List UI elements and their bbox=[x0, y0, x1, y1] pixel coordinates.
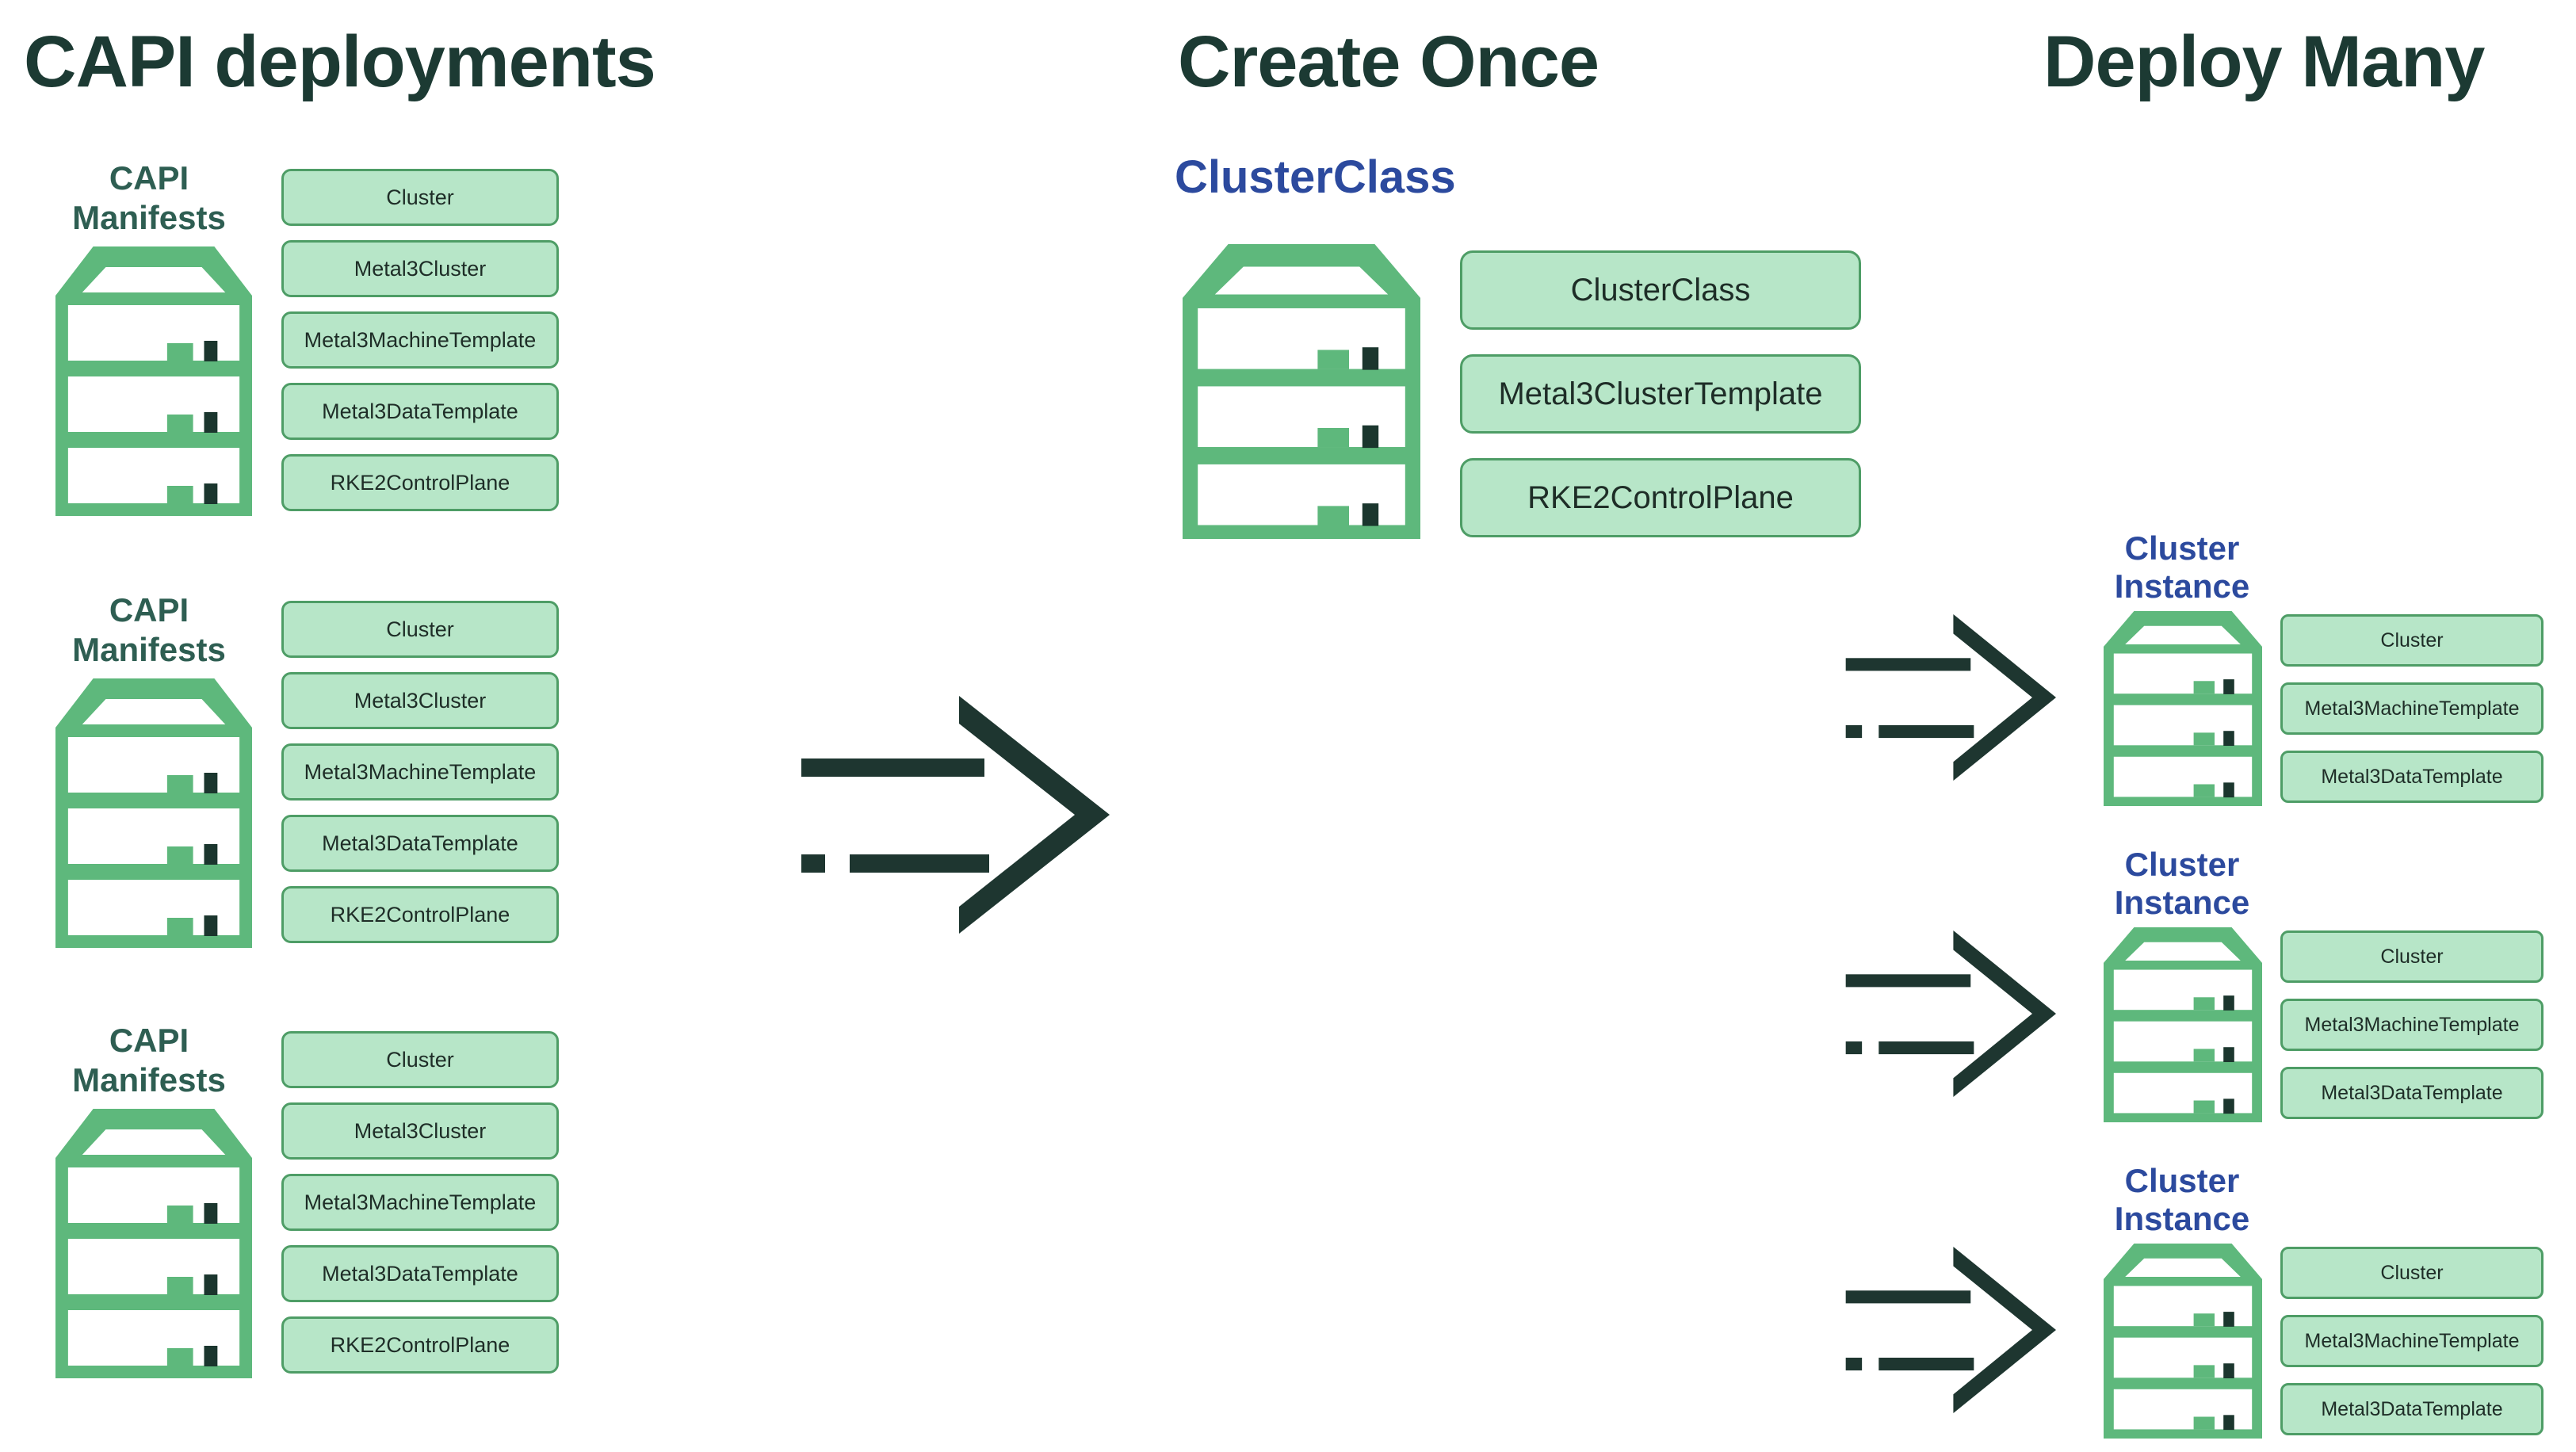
dashed-right-arrow-icon bbox=[1845, 1247, 2056, 1413]
server-rack-icon bbox=[55, 678, 252, 948]
resource-box-label: RKE2ControlPlane bbox=[1527, 480, 1794, 515]
cluster-instance-heading: Cluster Instance bbox=[2063, 846, 2301, 923]
resource-box: Metal3Cluster bbox=[281, 1102, 559, 1160]
resource-box-label: Cluster bbox=[2380, 1261, 2444, 1284]
resource-box-label: Metal3DataTemplate bbox=[2321, 1081, 2503, 1104]
resource-box-label: Metal3DataTemplate bbox=[2321, 765, 2503, 788]
resource-box: Metal3ClusterTemplate bbox=[1460, 354, 1861, 434]
dashed-right-arrow-icon bbox=[1845, 930, 2056, 1097]
resource-box: RKE2ControlPlane bbox=[281, 886, 559, 943]
cluster-instance-heading-line1: Cluster bbox=[2124, 1162, 2240, 1199]
capi-manifests-label-line2: Manifests bbox=[72, 1061, 226, 1099]
dashed-right-arrow-icon bbox=[1845, 614, 2056, 781]
resource-box: Metal3MachineTemplate bbox=[2280, 1315, 2544, 1367]
cluster-instance-heading: Cluster Instance bbox=[2063, 1162, 2301, 1239]
resource-box: Metal3MachineTemplate bbox=[281, 743, 559, 801]
section-title-deploy-many: Deploy Many bbox=[2043, 21, 2485, 102]
resource-box: Metal3DataTemplate bbox=[281, 1245, 559, 1302]
section-title-create-once: Create Once bbox=[1178, 21, 1599, 102]
resource-box-label: Metal3MachineTemplate bbox=[304, 759, 537, 784]
capi-manifests-label: CAPI Manifests bbox=[22, 590, 276, 671]
resource-box-label: Metal3Cluster bbox=[354, 1118, 487, 1143]
server-rack-icon bbox=[1183, 244, 1420, 539]
resource-box-label: Metal3MachineTemplate bbox=[2304, 697, 2520, 720]
cluster-instance-heading-line1: Cluster bbox=[2124, 846, 2240, 883]
resource-box-label: RKE2ControlPlane bbox=[330, 902, 510, 927]
resource-box: Cluster bbox=[281, 1031, 559, 1088]
cluster-instance-heading-line2: Instance bbox=[2114, 567, 2250, 606]
resource-box: Cluster bbox=[2280, 930, 2544, 983]
resource-box-label: Cluster bbox=[2380, 945, 2444, 968]
resource-box: Metal3DataTemplate bbox=[2280, 1067, 2544, 1119]
resource-box-label: Cluster bbox=[386, 617, 454, 641]
server-rack-icon bbox=[2104, 927, 2262, 1122]
server-rack-icon bbox=[2104, 1244, 2262, 1439]
resource-box: Cluster bbox=[281, 601, 559, 658]
cluster-instance-heading: Cluster Instance bbox=[2063, 529, 2301, 606]
resource-box-label: Metal3DataTemplate bbox=[322, 399, 518, 423]
resource-box: RKE2ControlPlane bbox=[281, 454, 559, 511]
resource-box-label: Metal3MachineTemplate bbox=[2304, 1329, 2520, 1352]
resource-box-label: Cluster bbox=[2380, 629, 2444, 651]
capi-manifests-label: CAPI Manifests bbox=[22, 159, 276, 239]
cluster-instance-heading-line1: Cluster bbox=[2124, 529, 2240, 567]
resource-box-label: RKE2ControlPlane bbox=[330, 1332, 510, 1357]
resource-box: Metal3MachineTemplate bbox=[2280, 999, 2544, 1051]
dashed-right-arrow-icon bbox=[801, 696, 1110, 934]
resource-box: Metal3DataTemplate bbox=[2280, 1383, 2544, 1435]
server-rack-icon bbox=[55, 246, 252, 516]
resource-box-label: Metal3ClusterTemplate bbox=[1498, 376, 1823, 411]
resource-box: RKE2ControlPlane bbox=[1460, 458, 1861, 537]
server-rack-icon bbox=[2104, 611, 2262, 806]
cluster-instance-heading-line2: Instance bbox=[2114, 884, 2250, 922]
resource-box: RKE2ControlPlane bbox=[281, 1316, 559, 1374]
resource-box-label: Metal3DataTemplate bbox=[322, 831, 518, 855]
resource-box: Metal3Cluster bbox=[281, 672, 559, 729]
resource-box: Cluster bbox=[281, 169, 559, 226]
resource-box: Cluster bbox=[2280, 614, 2544, 667]
resource-box: Metal3MachineTemplate bbox=[281, 1174, 559, 1231]
resource-box-label: Cluster bbox=[386, 185, 454, 209]
resource-box: Metal3MachineTemplate bbox=[281, 311, 559, 369]
resource-box-label: RKE2ControlPlane bbox=[330, 470, 510, 495]
cluster-instance-heading-line2: Instance bbox=[2114, 1200, 2250, 1238]
resource-box-label: Metal3Cluster bbox=[354, 688, 487, 713]
cluster-class-heading: ClusterClass bbox=[1175, 151, 1456, 203]
resource-box-label: Metal3MachineTemplate bbox=[304, 327, 537, 352]
resource-box-label: Metal3Cluster bbox=[354, 256, 487, 281]
resource-box: Metal3MachineTemplate bbox=[2280, 682, 2544, 735]
resource-box: Metal3DataTemplate bbox=[281, 383, 559, 440]
capi-manifests-label-line1: CAPI bbox=[109, 159, 189, 197]
resource-box: Metal3Cluster bbox=[281, 240, 559, 297]
resource-box: ClusterClass bbox=[1460, 250, 1861, 330]
capi-manifests-label-line1: CAPI bbox=[109, 1022, 189, 1059]
resource-box: Metal3DataTemplate bbox=[281, 815, 559, 872]
resource-box-label: ClusterClass bbox=[1570, 272, 1751, 308]
resource-box-label: Metal3DataTemplate bbox=[2321, 1397, 2503, 1420]
resource-box-label: Cluster bbox=[386, 1047, 454, 1072]
capi-manifests-label-line2: Manifests bbox=[72, 199, 226, 237]
resource-box: Cluster bbox=[2280, 1247, 2544, 1299]
server-rack-icon bbox=[55, 1109, 252, 1378]
resource-box-label: Metal3DataTemplate bbox=[322, 1261, 518, 1286]
resource-box-label: Metal3MachineTemplate bbox=[304, 1190, 537, 1214]
capi-manifests-label-line1: CAPI bbox=[109, 591, 189, 629]
capi-manifests-label-line2: Manifests bbox=[72, 631, 226, 669]
page-title-capi-deployments: CAPI deployments bbox=[24, 21, 656, 102]
resource-box-label: Metal3MachineTemplate bbox=[2304, 1013, 2520, 1036]
resource-box: Metal3DataTemplate bbox=[2280, 751, 2544, 803]
capi-manifests-label: CAPI Manifests bbox=[22, 1021, 276, 1101]
